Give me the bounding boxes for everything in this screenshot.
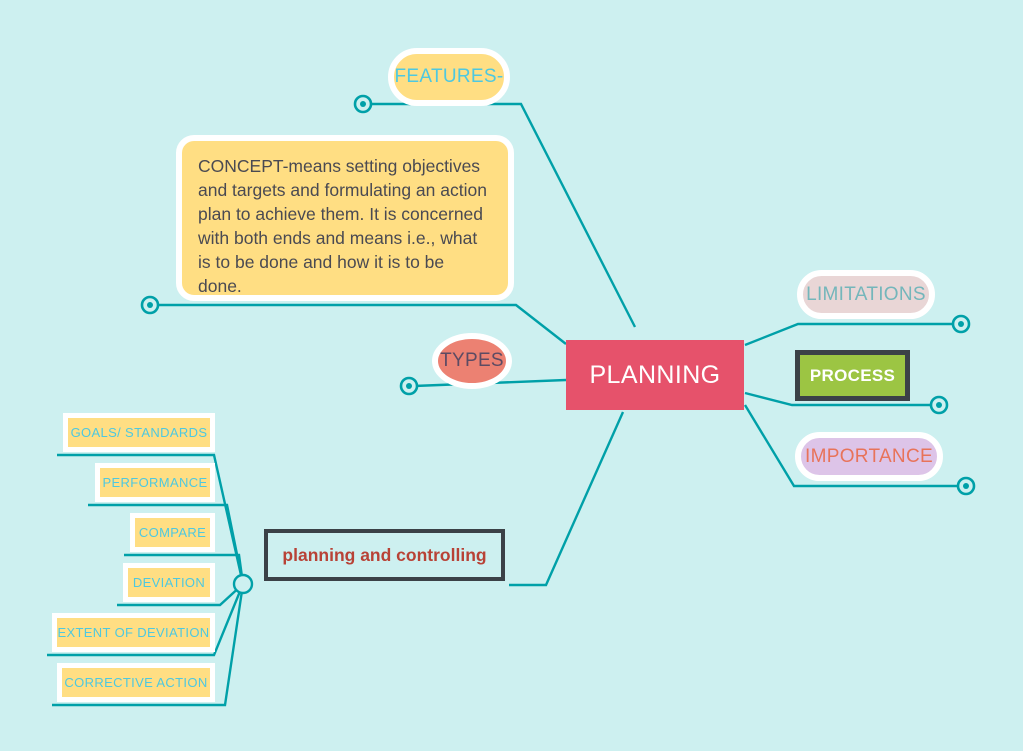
node-concept[interactable]: CONCEPT-means setting objectives and tar…	[176, 135, 514, 301]
branch-hub	[232, 573, 254, 595]
leaf-deviation-label: DEVIATION	[132, 575, 206, 590]
leaf-goals-standards[interactable]: GOALS/ STANDARDS	[63, 413, 215, 452]
node-types[interactable]: TYPES	[432, 333, 512, 389]
leaf-goals-standards-label: GOALS/ STANDARDS	[70, 425, 208, 440]
connector-planning-controlling	[509, 411, 625, 587]
node-features[interactable]: FEATURES-	[388, 48, 510, 106]
node-process[interactable]: PROCESS	[795, 350, 910, 401]
leaf-extent-of-deviation[interactable]: EXTENT OF DEVIATION	[52, 613, 215, 652]
node-process-label: PROCESS	[809, 365, 896, 385]
leaf-performance[interactable]: PERFORMANCE	[95, 463, 215, 502]
node-concept-label: CONCEPT-means setting objectives and tar…	[198, 156, 487, 296]
connector-concept	[155, 303, 567, 345]
leaf-deviation[interactable]: DEVIATION	[123, 563, 215, 602]
leaf-corrective-action[interactable]: CORRECTIVE ACTION	[57, 663, 215, 702]
node-features-label: FEATURES-	[394, 66, 504, 87]
node-types-label: TYPES	[440, 350, 504, 371]
node-planning-central[interactable]: PLANNING	[566, 340, 744, 410]
connector-limitations	[744, 322, 954, 347]
node-importance[interactable]: IMPORTANCE	[795, 432, 943, 481]
leaf-performance-label: PERFORMANCE	[102, 475, 208, 490]
leaf-compare-label: COMPARE	[138, 525, 207, 540]
leaf-corrective-action-label: CORRECTIVE ACTION	[64, 675, 208, 690]
node-planning-central-label: PLANNING	[589, 360, 721, 389]
node-limitations-label: LIMITATIONS	[806, 283, 926, 305]
leaf-compare[interactable]: COMPARE	[130, 513, 215, 552]
node-limitations[interactable]: LIMITATIONS	[797, 270, 935, 319]
node-importance-label: IMPORTANCE	[805, 445, 933, 467]
node-planning-and-controlling[interactable]: planning and controlling	[264, 529, 505, 581]
node-planning-and-controlling-label: planning and controlling	[282, 544, 487, 565]
leaf-extent-of-deviation-label: EXTENT OF DEVIATION	[57, 625, 210, 640]
